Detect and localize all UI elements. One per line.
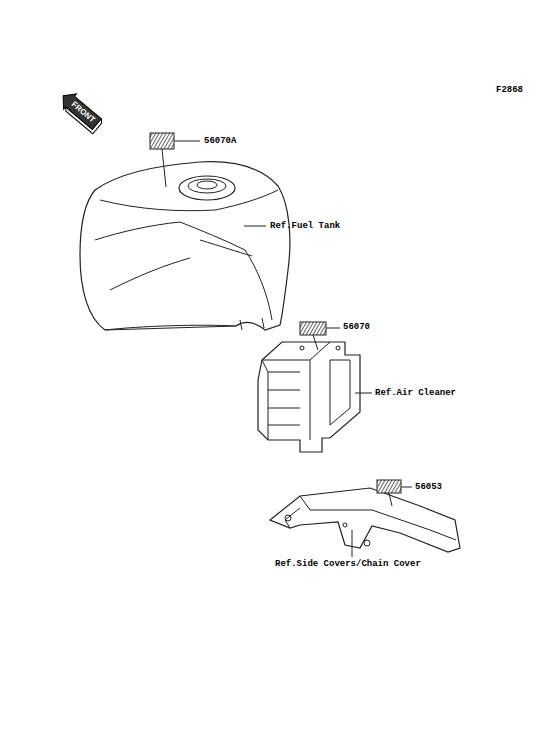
part-reference: Ref.Fuel Tank <box>270 222 340 231</box>
callout-number: 56053 <box>415 483 442 492</box>
callout-number: 56070 <box>343 323 370 332</box>
front-arrow: FRONT <box>59 90 102 129</box>
drawing-code: F2868 <box>496 86 523 95</box>
direction-label: FRONT <box>70 101 97 125</box>
part-reference: Ref.Side Covers/Chain Cover <box>275 560 421 569</box>
part-reference: Ref.Air Cleaner <box>375 389 456 398</box>
callout-number: 56070A <box>204 137 236 146</box>
